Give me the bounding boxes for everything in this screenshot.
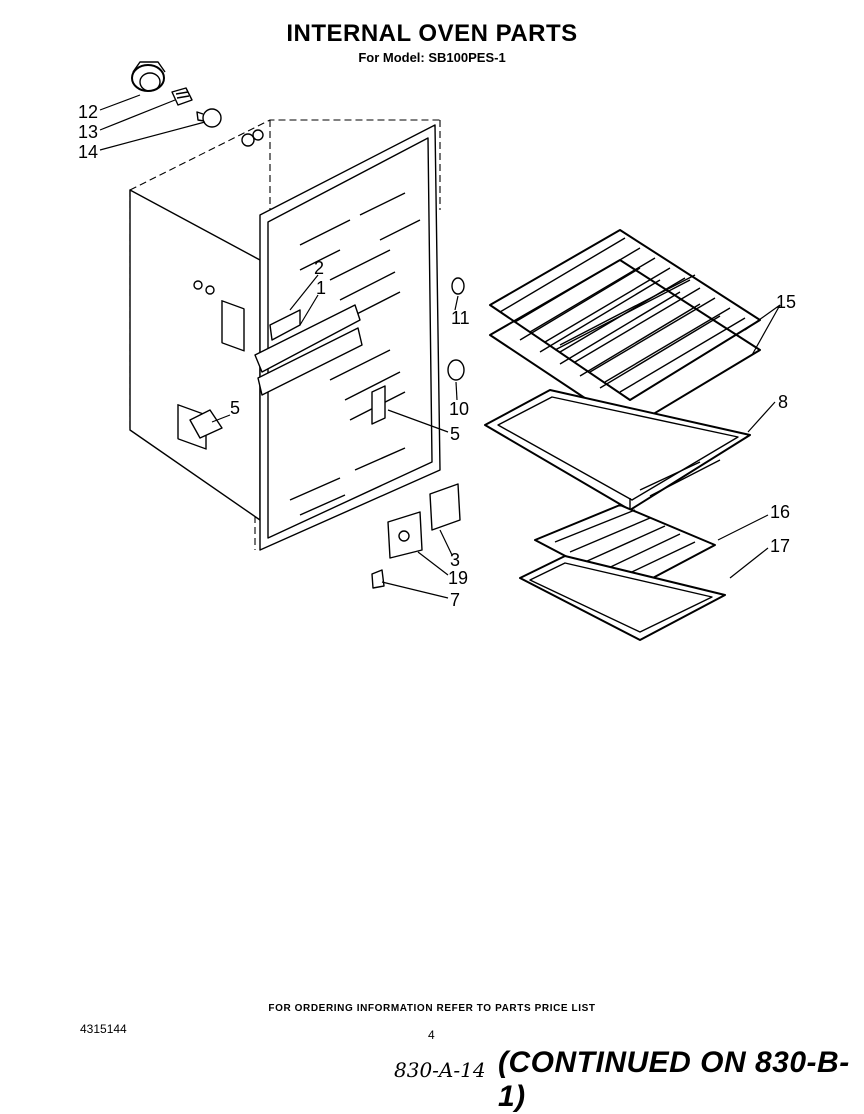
page-title: INTERNAL OVEN PARTS bbox=[286, 20, 578, 47]
callout-1: 1 bbox=[316, 278, 326, 298]
callout-8: 8 bbox=[778, 392, 788, 412]
oven-bottom-panel bbox=[484, 389, 751, 511]
callout-15: 15 bbox=[776, 292, 796, 312]
broiler-pan bbox=[519, 555, 726, 641]
callout-11: 11 bbox=[451, 308, 470, 328]
rack-support-brackets bbox=[254, 304, 363, 396]
callout-5-left: 5 bbox=[230, 398, 240, 418]
callout-12: 12 bbox=[78, 102, 98, 122]
callout-13: 13 bbox=[78, 122, 98, 142]
handwritten-reference: 830-A-14 bbox=[394, 1058, 486, 1082]
callout-17: 17 bbox=[770, 536, 790, 556]
leader-lines bbox=[99, 94, 781, 599]
continued-note: (CONTINUED ON 830-B-1) bbox=[498, 1046, 850, 1113]
callout-16: 16 bbox=[770, 502, 790, 522]
oven-racks bbox=[489, 229, 761, 429]
document-number: 4315144 bbox=[80, 1022, 127, 1036]
callout-19: 19 bbox=[448, 568, 468, 588]
page-number: 4 bbox=[428, 1028, 435, 1042]
ordering-note: FOR ORDERING INFORMATION REFER TO PARTS … bbox=[268, 1003, 596, 1014]
callout-numbers: 12 13 14 2 1 11 10 5 5 15 8 16 17 3 19 7 bbox=[78, 102, 796, 610]
oven-back-panel bbox=[129, 124, 441, 551]
callout-2: 2 bbox=[314, 258, 324, 278]
callout-5-right: 5 bbox=[450, 424, 460, 444]
callout-14: 14 bbox=[78, 142, 98, 162]
callout-10: 10 bbox=[449, 399, 469, 419]
small-brackets bbox=[189, 277, 465, 589]
exploded-parts-diagram: 12 13 14 2 1 11 10 5 5 15 8 16 17 3 19 7 bbox=[78, 61, 796, 641]
model-subtitle: For Model: SB100PES-1 bbox=[358, 50, 506, 65]
light-socket-assembly bbox=[131, 61, 222, 128]
callout-3: 3 bbox=[450, 550, 460, 570]
callout-7: 7 bbox=[450, 590, 460, 610]
